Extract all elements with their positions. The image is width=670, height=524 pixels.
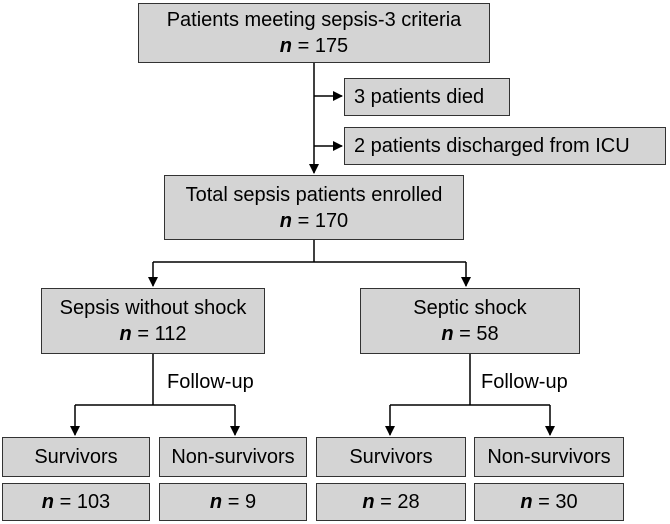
exclusion-discharged-box: 2 patients discharged from ICU <box>344 127 666 165</box>
outcome-g2-survivors-count: n = 28 <box>362 491 420 513</box>
exclusion-died-text: 3 patients died <box>354 86 485 108</box>
outcome-g1-survivors-label: Survivors <box>34 446 118 468</box>
outcome-g2-nonsurvivors-box: Non-survivors <box>474 437 624 477</box>
screening-title: Patients meeting sepsis-3 criteria <box>166 9 462 31</box>
outcome-g1-nonsurvivors-box: Non-survivors <box>159 437 307 477</box>
outcome-g1-nonsurvivors-label: Non-survivors <box>171 446 295 468</box>
exclusion-discharged-text: 2 patients discharged from ICU <box>354 135 630 157</box>
follow-up-label-shock: Follow-up <box>481 370 568 394</box>
group-shock-title: Septic shock <box>413 297 527 319</box>
enrolled-count: n = 170 <box>279 209 349 232</box>
outcome-g1-survivors-box: Survivors <box>2 437 150 477</box>
outcome-g2-nonsurvivors-count: n = 30 <box>520 491 578 513</box>
outcome-g2-survivors-label: Survivors <box>349 446 433 468</box>
follow-up-label-sepsis: Follow-up <box>167 370 254 394</box>
group-shock-count: n = 58 <box>441 323 499 345</box>
group-shock-box: Septic shock n = 58 <box>360 288 580 354</box>
screening-box: Patients meeting sepsis-3 criteria n = 1… <box>138 3 490 63</box>
outcome-g1-nonsurvivors-count-box: n = 9 <box>159 483 307 521</box>
outcome-g1-survivors-count-box: n = 103 <box>2 483 150 521</box>
screening-count: n = 175 <box>279 35 349 57</box>
group-sepsis-title: Sepsis without shock <box>59 297 247 319</box>
enrolled-box: Total sepsis patients enrolled n = 170 <box>164 175 464 240</box>
outcome-g2-nonsurvivors-label: Non-survivors <box>487 446 611 468</box>
outcome-g2-nonsurvivors-count-box: n = 30 <box>474 483 624 521</box>
outcome-g1-nonsurvivors-count: n = 9 <box>209 491 257 513</box>
group-sepsis-box: Sepsis without shock n = 112 <box>41 288 265 354</box>
outcome-g1-survivors-count: n = 103 <box>41 491 111 513</box>
group-sepsis-count: n = 112 <box>119 323 187 345</box>
outcome-g2-survivors-box: Survivors <box>316 437 466 477</box>
enrolled-title: Total sepsis patients enrolled <box>185 183 443 206</box>
outcome-g2-survivors-count-box: n = 28 <box>316 483 466 521</box>
exclusion-died-box: 3 patients died <box>344 78 510 116</box>
